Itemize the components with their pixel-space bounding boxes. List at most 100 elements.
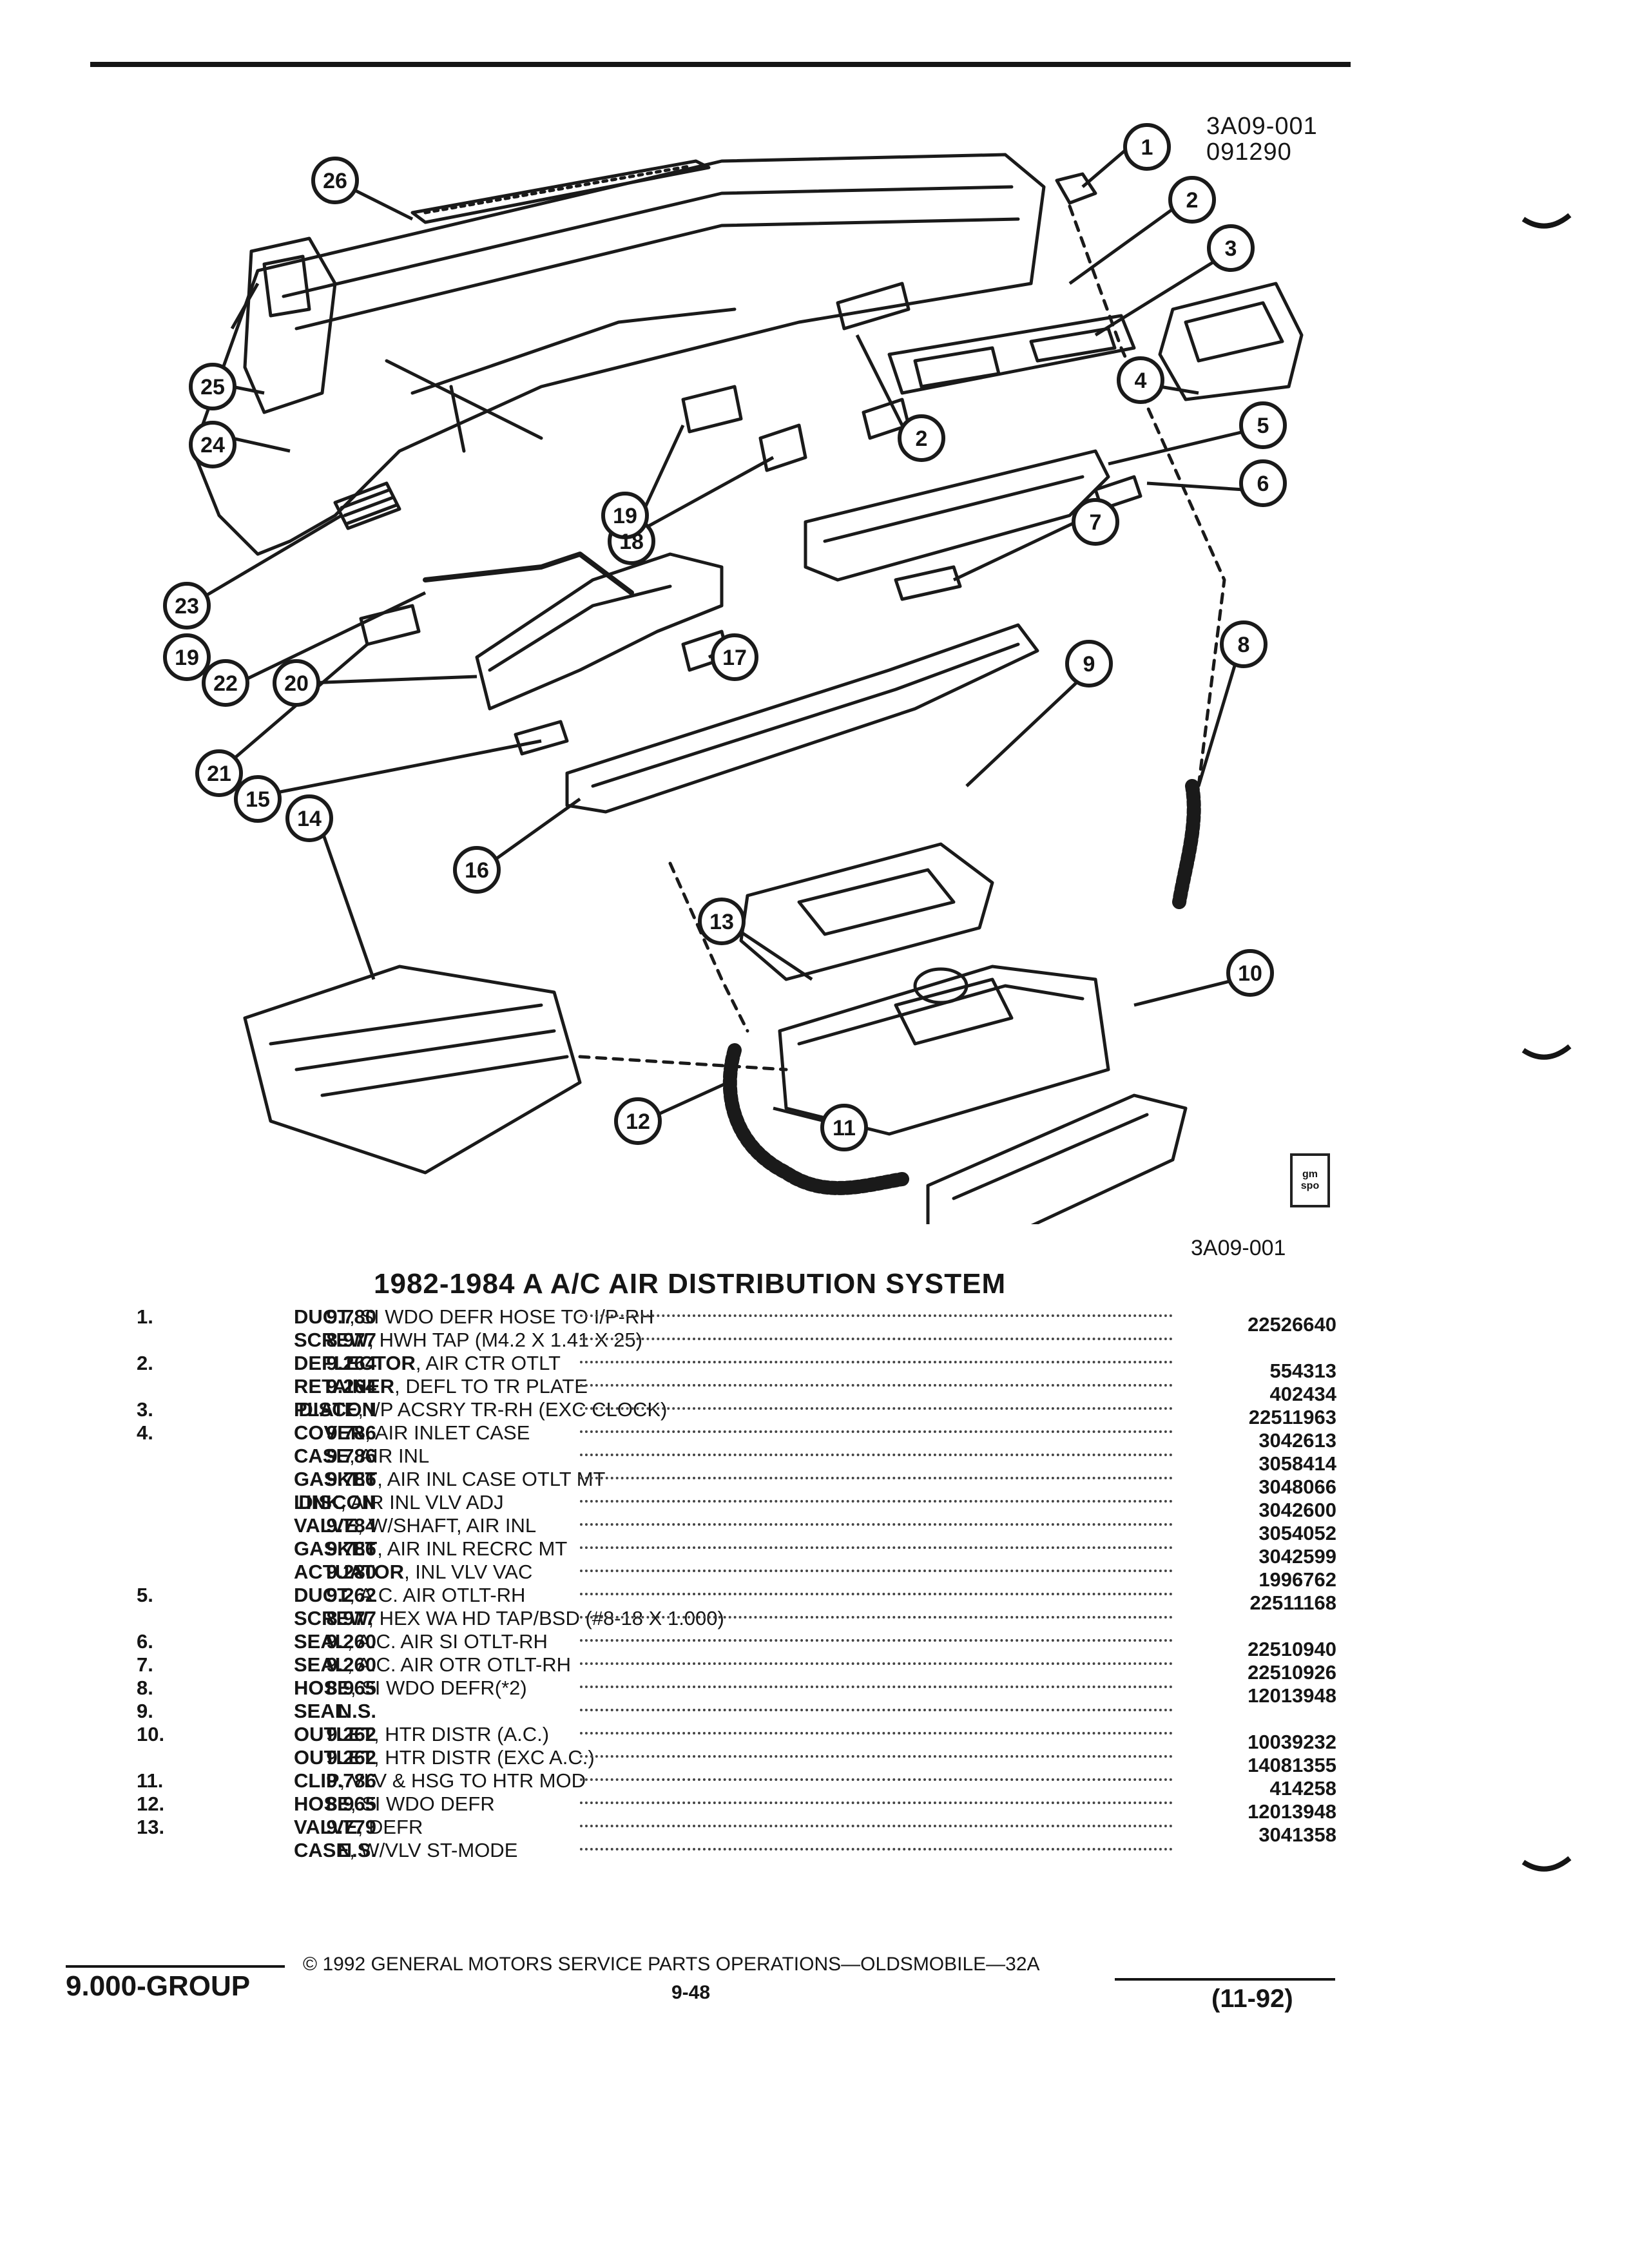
part-description: HOSE, SI WDO DEFR bbox=[294, 1792, 495, 1816]
callout-label: 21 bbox=[207, 762, 231, 786]
part-name: CLIP bbox=[294, 1769, 340, 1792]
part-name: SCREW bbox=[294, 1329, 369, 1351]
callout-8 bbox=[1220, 620, 1268, 668]
callout-9 bbox=[1065, 640, 1113, 687]
part-number: 22511963 bbox=[1248, 1406, 1336, 1428]
callout-label: 1 bbox=[1141, 135, 1153, 160]
binder-mark bbox=[1521, 213, 1572, 229]
dot-leader bbox=[580, 1477, 1173, 1479]
part-detail: , A.C. AIR OTR OTLT-RH bbox=[347, 1653, 572, 1676]
part-description: SCREW, HEX WA HD TAP/BSD (#8-18 X 1.000) bbox=[294, 1607, 724, 1630]
part-detail: , AIR INL bbox=[349, 1445, 430, 1467]
callout-label: 9 bbox=[1083, 652, 1095, 677]
footer-group: 9.000-GROUP bbox=[66, 1970, 251, 2002]
air-outlet-duct bbox=[804, 449, 1110, 582]
part-description: COVER, AIR INLET CASE bbox=[294, 1421, 530, 1445]
part-number: 402434 bbox=[1269, 1383, 1336, 1405]
part-detail: , INL VLV VAC bbox=[404, 1561, 533, 1583]
dot-leader bbox=[580, 1570, 1173, 1572]
part-detail: , SI WDO DEFR(*2) bbox=[350, 1677, 527, 1699]
group-number: DISCON bbox=[298, 1491, 376, 1514]
dot-leader bbox=[580, 1755, 1173, 1758]
part-detail: , DEFL TO TR PLATE bbox=[394, 1375, 588, 1398]
part-name: LINK bbox=[294, 1491, 341, 1514]
callout-label: 23 bbox=[175, 594, 199, 619]
footer-date: (11-92) bbox=[1211, 1984, 1293, 2013]
group-number: 9.779 bbox=[326, 1816, 376, 1838]
callout-6 bbox=[1239, 459, 1287, 507]
dot-leader bbox=[580, 1407, 1173, 1410]
top-rule bbox=[90, 62, 1351, 67]
callout-12 bbox=[614, 1097, 662, 1145]
item-number: 3. bbox=[137, 1398, 153, 1421]
footer-page-number: 9-48 bbox=[671, 1982, 711, 2003]
dot-leader bbox=[580, 1825, 1173, 1827]
gm-spo-logo: gm spo bbox=[1290, 1153, 1330, 1207]
group-number: 8.977 bbox=[326, 1607, 376, 1629]
callout-13 bbox=[698, 898, 746, 945]
part-description: GASKET, AIR INL RECRC MT bbox=[294, 1537, 567, 1561]
part-description: PLATE, I/P ACSRY TR-RH (EXC CLOCK) bbox=[294, 1398, 667, 1421]
callout-label: 24 bbox=[200, 433, 225, 457]
dot-leader bbox=[580, 1361, 1173, 1363]
callout-label: 19 bbox=[175, 646, 199, 670]
callout-7 bbox=[1072, 498, 1119, 546]
part-number: 14081355 bbox=[1248, 1754, 1336, 1776]
dot-leader bbox=[580, 1778, 1173, 1781]
item-number: 1. bbox=[137, 1305, 153, 1328]
callout-label: 3 bbox=[1225, 236, 1237, 261]
group-number: 9.786 bbox=[326, 1537, 376, 1560]
part-number: 3042600 bbox=[1258, 1499, 1336, 1521]
dot-leader bbox=[580, 1546, 1173, 1549]
group-number: 9.280 bbox=[326, 1561, 376, 1583]
part-name: OUTLET bbox=[294, 1723, 374, 1745]
header-code-2: 091290 bbox=[1206, 139, 1292, 166]
part-description: RETAINER, DEFL TO TR PLATE bbox=[294, 1375, 588, 1398]
item-number: 9. bbox=[137, 1700, 153, 1722]
dot-leader bbox=[580, 1639, 1173, 1642]
part-description: OUTLET, HTR DISTR (EXC A.C.) bbox=[294, 1746, 595, 1769]
item-number: 7. bbox=[137, 1653, 153, 1676]
footer-copyright: © 1992 GENERAL MOTORS SERVICE PARTS OPER… bbox=[303, 1954, 1040, 1975]
part-name: CASE bbox=[294, 1445, 350, 1467]
part-name: GASKET bbox=[294, 1537, 378, 1560]
dot-leader bbox=[580, 1384, 1173, 1387]
figure-code: 3A09-001 bbox=[1191, 1236, 1286, 1260]
part-name: OUTLET bbox=[294, 1746, 374, 1769]
callout-2 bbox=[1168, 176, 1216, 224]
callout-label: 5 bbox=[1257, 414, 1269, 438]
group-number: 9.786 bbox=[326, 1421, 376, 1444]
part-number: 12013948 bbox=[1248, 1684, 1336, 1707]
part-number: 1996762 bbox=[1258, 1568, 1336, 1591]
dot-leader bbox=[580, 1314, 1173, 1317]
part-name: CASE bbox=[294, 1839, 350, 1861]
callout-label: 13 bbox=[709, 910, 734, 934]
exploded-parts-diagram: 1 2 3 4 5 6 7 8 9 10 11 12 13 14 15 16 1… bbox=[163, 123, 1304, 1224]
callout-19 bbox=[601, 492, 649, 539]
item-number: 11. bbox=[137, 1769, 164, 1792]
part-name: VALVE bbox=[294, 1816, 358, 1838]
callout-20 bbox=[273, 659, 320, 707]
footer-rule-right bbox=[1115, 1978, 1335, 1981]
group-number: 9.786 bbox=[326, 1468, 376, 1490]
dot-leader bbox=[580, 1732, 1173, 1735]
part-detail: , W/SHAFT, AIR INL bbox=[357, 1514, 537, 1537]
instrument-panel bbox=[191, 153, 1046, 556]
callout-22 bbox=[202, 659, 249, 707]
binder-mark bbox=[1521, 1856, 1572, 1872]
item-number: 10. bbox=[137, 1723, 165, 1745]
dot-leader bbox=[580, 1802, 1173, 1804]
hose-8 bbox=[1172, 779, 1201, 909]
dot-leader bbox=[580, 1500, 1173, 1503]
part-number: 414258 bbox=[1269, 1777, 1336, 1800]
group-number: 9.262 bbox=[326, 1584, 376, 1606]
part-description: SCREW, HWH TAP (M4.2 X 1.41 X 25) bbox=[294, 1329, 642, 1352]
